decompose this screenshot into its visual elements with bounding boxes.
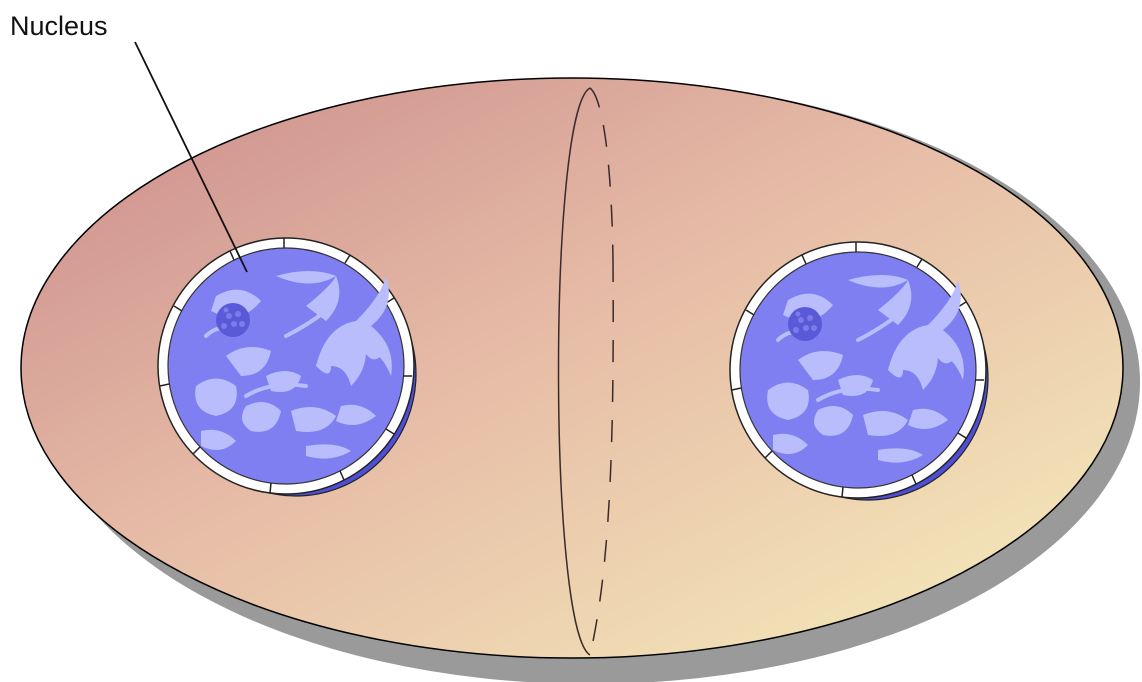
nucleus-right-icon	[730, 242, 988, 500]
nucleus-label: Nucleus	[10, 11, 108, 41]
nucleus-left-icon	[158, 238, 416, 496]
